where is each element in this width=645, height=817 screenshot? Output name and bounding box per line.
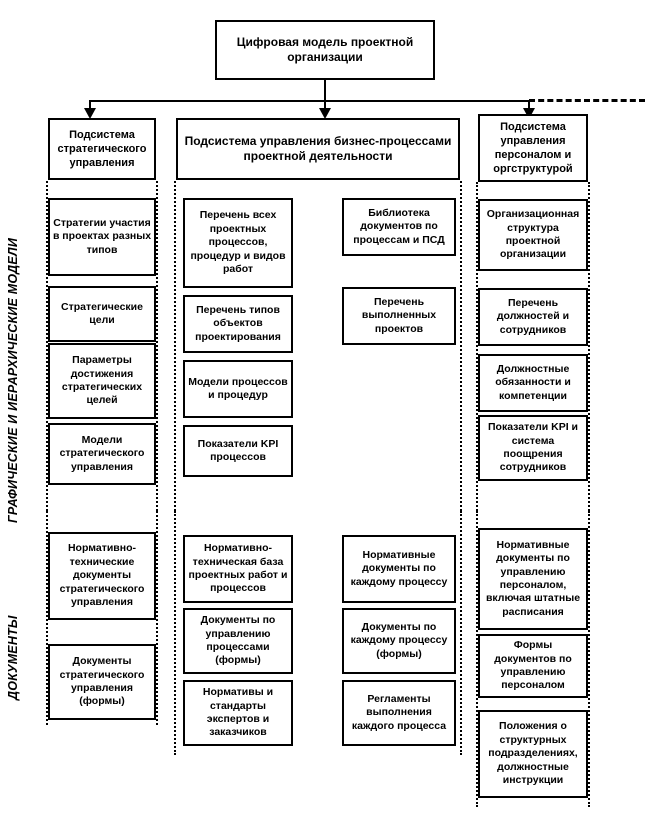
side-label-documents: ДОКУМЕНТЫ [6,615,20,700]
box-bp-model-right-1[interactable]: Библиотека документов по процессам и ПСД [342,198,456,256]
box-bp-model-left-2[interactable]: Перечень типов объектов проектирования [183,295,293,353]
box-personnel-model-1[interactable]: Организационная структура проектной орга… [478,199,588,271]
box-bp-doc-left-2[interactable]: Документы по управлению процессами (форм… [183,608,293,674]
arrow-col3 [523,108,535,119]
distribution-bus-line [89,100,529,102]
drop-line-col1 [89,100,91,110]
root-trunk-line [324,80,326,101]
box-bp-model-right-2[interactable]: Перечень выполненных проектов [342,287,456,345]
column-header-business-processes[interactable]: Подсистема управления бизнес-процессами … [176,118,460,180]
box-bp-doc-right-1[interactable]: Нормативные документы по каждому процесс… [342,535,456,603]
box-strategic-doc-2[interactable]: Документы стратегического управления (фо… [48,644,156,720]
box-personnel-model-3[interactable]: Должностные обязанности и компетенции [478,354,588,412]
box-strategic-model-2[interactable]: Стратегические цели [48,286,156,342]
box-strategic-model-3[interactable]: Параметры достижения стратегических целе… [48,343,156,419]
box-bp-doc-right-2[interactable]: Документы по каждому процессу (формы) [342,608,456,674]
box-strategic-model-4[interactable]: Модели стратегического управления [48,423,156,485]
column-header-strategic[interactable]: Подсистема стратегического управления [48,118,156,180]
box-personnel-doc-1[interactable]: Нормативные документы по управлению перс… [478,528,588,630]
drop-line-col3 [528,100,530,110]
box-personnel-doc-3[interactable]: Положения о структурных подразделениях, … [478,710,588,798]
box-personnel-model-2[interactable]: Перечень должностей и сотрудников [478,288,588,346]
box-bp-model-left-4[interactable]: Показатели KPI процессов [183,425,293,477]
box-bp-model-left-1[interactable]: Перечень всех проектных процессов, проце… [183,198,293,288]
root-box[interactable]: Цифровая модель проектной организации [215,20,435,80]
column-header-personnel[interactable]: Подсистема управления персоналом и оргст… [478,114,588,182]
arrow-col1 [84,108,96,119]
box-personnel-doc-2[interactable]: Формы документов по управлению персонало… [478,634,588,698]
box-bp-model-left-3[interactable]: Модели процессов и процедур [183,360,293,418]
box-bp-doc-left-3[interactable]: Нормативы и стандарты экспертов и заказч… [183,680,293,746]
arrow-col2 [319,108,331,119]
box-bp-doc-left-1[interactable]: Нормативно-техническая база проектных ра… [183,535,293,603]
box-bp-doc-right-3[interactable]: Регламенты выполнения каждого процесса [342,680,456,746]
drop-line-col2 [324,100,326,110]
bus-dashed-continuation [529,99,645,102]
box-personnel-model-4[interactable]: Показатели KPI и система поощрения сотру… [478,415,588,481]
box-strategic-doc-1[interactable]: Нормативно-технические документы стратег… [48,532,156,620]
box-strategic-model-1[interactable]: Стратегии участия в проектах разных типо… [48,198,156,276]
side-label-models: ГРАФИЧЕСКИЕ И ИЕРАРХИЧЕСКИЕ МОДЕЛИ [6,237,20,523]
